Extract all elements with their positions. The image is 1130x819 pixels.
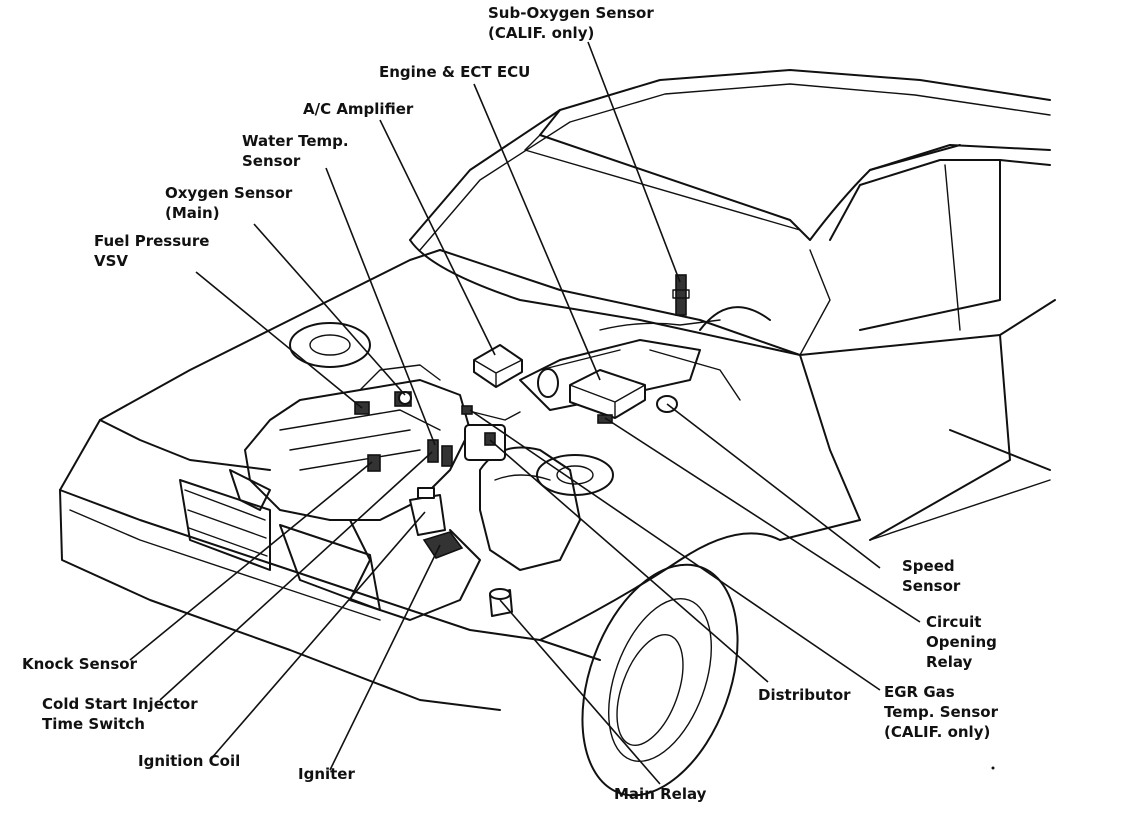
label-line: Circuit: [926, 613, 982, 631]
label-ac-amplifier: A/C Amplifier: [303, 99, 413, 119]
leader-lines: [129, 41, 921, 785]
label-line: Sensor: [242, 152, 301, 170]
label-line: Opening: [926, 633, 997, 651]
ac-amplifier-unit: [473, 344, 523, 388]
label-line: Igniter: [298, 765, 355, 783]
label-engine-ect-ecu: Engine & ECT ECU: [379, 62, 530, 82]
label-fuel-pressure-vsv: Fuel Pressure VSV: [94, 231, 209, 271]
label-line: Oxygen Sensor: [165, 184, 293, 202]
label-line: VSV: [94, 252, 129, 270]
engine-block: [229, 319, 741, 621]
label-line: EGR Gas: [884, 683, 955, 701]
igniter-part: [422, 531, 464, 559]
label-line: Fuel Pressure: [94, 232, 210, 250]
label-water-temp-sensor: Water Temp. Sensor: [242, 131, 349, 171]
label-igniter: Igniter: [298, 764, 355, 784]
car-body-outline: [59, 69, 1056, 797]
distributor-part: [461, 405, 521, 461]
label-line: Knock Sensor: [22, 655, 137, 673]
main-relay-part: [489, 588, 513, 617]
label-line: Water Temp.: [242, 132, 349, 150]
circuit-opening-relay-part: [597, 414, 613, 424]
label-knock-sensor: Knock Sensor: [22, 654, 137, 674]
label-sub-oxygen-sensor: Sub-Oxygen Sensor (CALIF. only): [488, 3, 654, 43]
label-line: Cold Start Injector: [42, 695, 198, 713]
label-line: Sub-Oxygen Sensor: [488, 4, 654, 22]
label-egr-gas-temp-sensor: EGR Gas Temp. Sensor (CALIF. only): [884, 682, 998, 742]
label-line: Relay: [926, 653, 973, 671]
label-line: Engine & ECT ECU: [379, 63, 531, 81]
label-line: Sensor: [902, 577, 961, 595]
label-oxygen-sensor-main: Oxygen Sensor (Main): [165, 183, 292, 223]
label-line: Temp. Sensor: [884, 703, 998, 721]
speck-dot: [991, 766, 995, 770]
label-line: (CALIF. only): [488, 24, 595, 42]
components: [354, 274, 690, 617]
label-line: Main Relay: [614, 785, 707, 803]
label-circuit-opening-relay: Circuit Opening Relay: [926, 612, 997, 672]
label-main-relay: Main Relay: [614, 784, 706, 804]
label-line: A/C Amplifier: [303, 100, 414, 118]
label-ignition-coil: Ignition Coil: [138, 751, 240, 771]
label-line: Speed: [902, 557, 955, 575]
label-distributor: Distributor: [758, 685, 851, 705]
label-line: Time Switch: [42, 715, 145, 733]
ignition-coil-part: [409, 487, 446, 536]
sub-oxygen-sensor-part: [672, 274, 690, 316]
label-speed-sensor: Speed Sensor: [902, 556, 960, 596]
label-line: Distributor: [758, 686, 851, 704]
engine-ect-ecu-unit: [569, 369, 646, 419]
knock-sensor-part: [367, 454, 381, 472]
label-cold-start-injector-time-switch: Cold Start Injector Time Switch: [42, 694, 198, 734]
label-line: Ignition Coil: [138, 752, 241, 770]
label-line: (CALIF. only): [884, 723, 991, 741]
label-line: (Main): [165, 204, 220, 222]
